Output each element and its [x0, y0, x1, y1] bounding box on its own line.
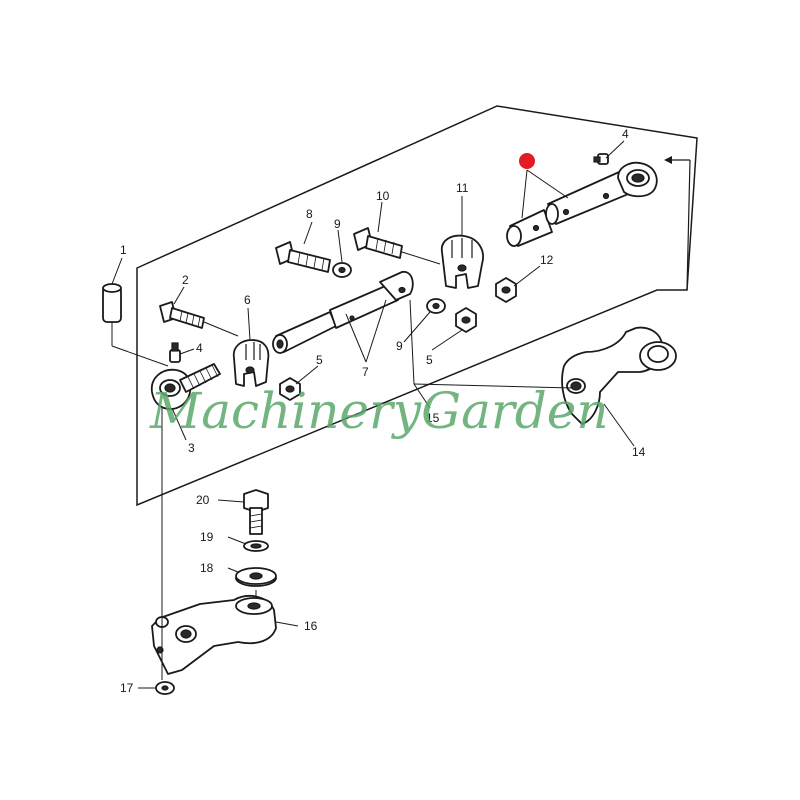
- lock-washer-part-19: [243, 540, 269, 552]
- watermark-text: MachineryGarden: [149, 382, 609, 440]
- callout-19: 19: [200, 530, 214, 544]
- callout-6: 6: [244, 293, 251, 307]
- clamp-part-6: [232, 339, 270, 387]
- lower-steering-arm-part-16: [151, 595, 277, 675]
- callout-2: 2: [182, 273, 189, 287]
- spacer-part-9-upper: [332, 262, 352, 278]
- callout-9-lower: 9: [396, 339, 403, 353]
- threaded-stud: [179, 363, 221, 393]
- callout-7: 7: [362, 365, 369, 379]
- assembly-panel: [136, 105, 698, 507]
- callout-3: 3: [188, 441, 195, 455]
- spacer-part-9-lower: [426, 298, 446, 314]
- callout-1: 1: [120, 243, 127, 257]
- grease-fitting-right: [593, 153, 609, 165]
- callout-16: 16: [304, 619, 318, 633]
- callout-10: 10: [376, 189, 390, 203]
- grease-fitting-left: [169, 342, 181, 363]
- pin-part: [102, 283, 122, 323]
- nut-part-5-right: [455, 307, 477, 333]
- callout-5-right: 5: [426, 353, 433, 367]
- tie-rod-tube: [272, 271, 414, 354]
- bolt-part-20: [243, 489, 269, 535]
- nut-part-5-left: [279, 377, 301, 401]
- callout-20: 20: [196, 493, 210, 507]
- callout-11: 11: [456, 181, 469, 195]
- callout-8: 8: [306, 207, 313, 221]
- callout-9-upper: 9: [334, 217, 341, 231]
- snap-ring-part-17: [155, 681, 175, 695]
- clamp-part-11: [440, 234, 484, 289]
- bolt-part-2: [159, 301, 205, 329]
- callout-4-left: 4: [196, 341, 203, 355]
- washer-part-18: [235, 567, 277, 587]
- callout-5-left: 5: [316, 353, 323, 367]
- callout-15: 15: [426, 411, 440, 425]
- bolt-part-8: [275, 241, 331, 273]
- highlight-marker: [519, 153, 535, 169]
- callout-12: 12: [540, 253, 554, 267]
- callout-14: 14: [632, 445, 646, 459]
- callout-4-right: 4: [622, 127, 629, 141]
- bolt-part-10: [353, 227, 403, 259]
- tie-rod-end-assembly: [506, 161, 658, 247]
- steering-arm-part-14: [561, 326, 677, 425]
- callout-18: 18: [200, 561, 214, 575]
- callout-17: 17: [120, 681, 134, 695]
- nut-part-12: [495, 277, 517, 303]
